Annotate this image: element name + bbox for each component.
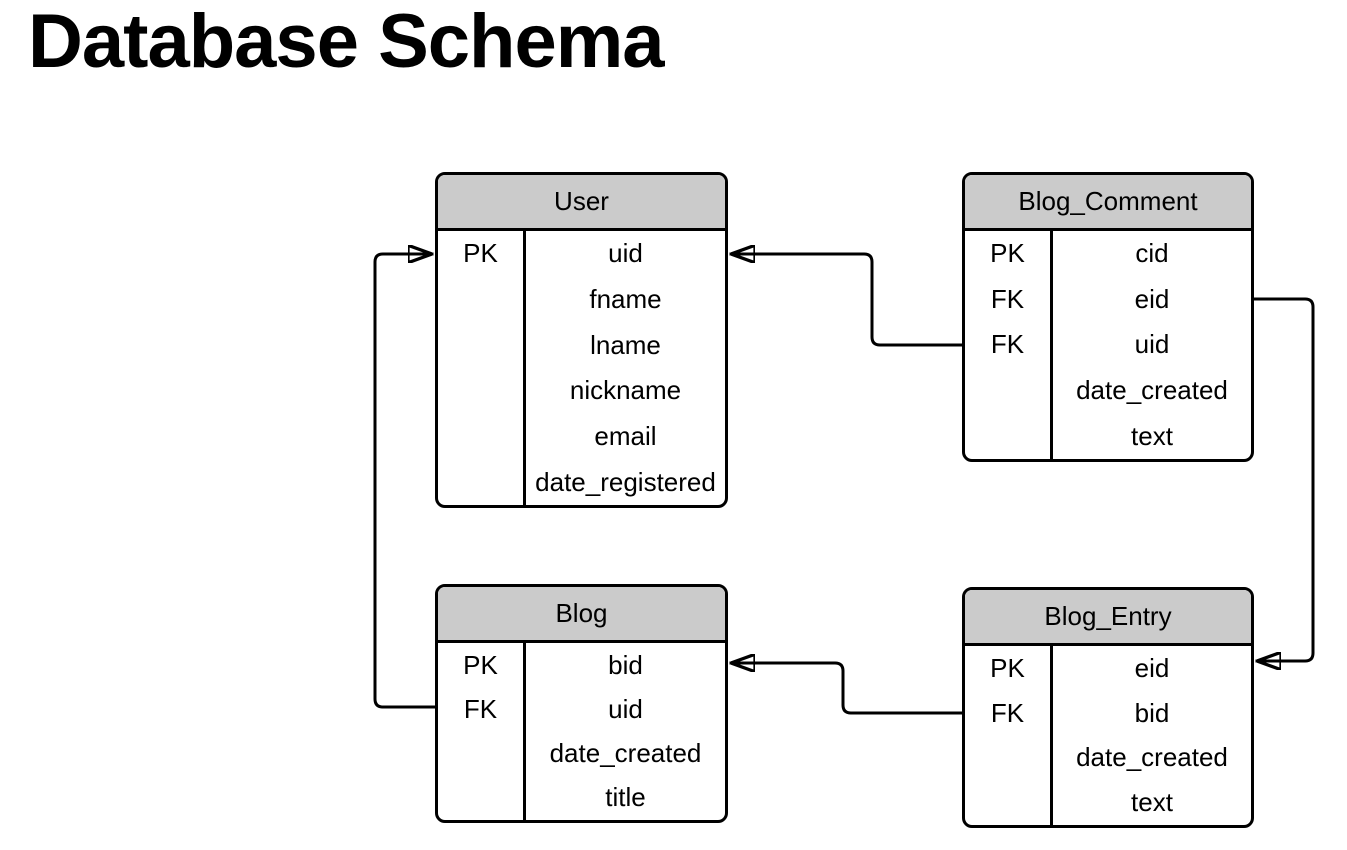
field-label: nickname xyxy=(569,375,682,406)
entity-blog-field-column: bid uid date_created title xyxy=(526,643,725,820)
field-label: uid xyxy=(608,693,643,724)
field-label: date_registered xyxy=(535,466,716,497)
key-label xyxy=(965,413,1050,459)
field-label: bid xyxy=(1134,697,1170,728)
entity-blog-entry-field-column: eid bid date_created text xyxy=(1053,646,1251,825)
connector-blogcomment-uid-to-user-uid xyxy=(729,254,964,347)
field-label: fname xyxy=(589,284,662,314)
field-label: text xyxy=(1131,420,1173,451)
entity-user-title: User xyxy=(438,175,725,231)
diagram-title: Database Schema xyxy=(28,0,665,84)
key-label xyxy=(438,459,523,505)
entity-blog-comment-body: PK FK FK cid eid uid date_created text xyxy=(965,231,1251,459)
key-label: PK xyxy=(990,238,1025,269)
entity-blog: Blog PK FK bid uid date_created title xyxy=(435,584,728,823)
field-label: eid xyxy=(1134,283,1170,314)
field-label: email xyxy=(594,421,657,452)
key-label xyxy=(438,277,523,323)
key-label xyxy=(438,776,523,820)
entity-blog-comment-field-column: cid eid uid date_created text xyxy=(1053,231,1251,459)
field-label: date_created xyxy=(1076,375,1228,406)
entity-blog-key-column: PK FK xyxy=(438,643,526,820)
entity-blog-entry-title: Blog_Entry xyxy=(965,590,1251,646)
key-label: PK xyxy=(463,649,498,680)
entity-blog-body: PK FK bid uid date_created title xyxy=(438,643,725,820)
key-label xyxy=(438,414,523,460)
key-label: FK xyxy=(990,283,1025,314)
field-label: date_created xyxy=(549,738,702,769)
key-label: FK xyxy=(990,329,1025,360)
entity-user: User PK uid fname lname nickname email d… xyxy=(435,172,728,508)
entity-blog-comment: Blog_Comment PK FK FK cid eid uid date_c… xyxy=(962,172,1254,462)
field-label: text xyxy=(1131,787,1173,818)
field-label: bid xyxy=(608,649,643,680)
field-label: uid xyxy=(608,238,643,269)
entity-user-key-column: PK xyxy=(438,231,526,505)
entity-blog-entry-key-column: PK FK xyxy=(965,646,1053,825)
entity-blog-entry: Blog_Entry PK FK eid bid date_created te… xyxy=(962,587,1254,828)
field-label: cid xyxy=(1135,238,1169,269)
field-label: uid xyxy=(1134,329,1170,360)
field-label: eid xyxy=(1134,652,1170,683)
entity-blog-entry-body: PK FK eid bid date_created text xyxy=(965,646,1251,825)
key-label xyxy=(438,732,523,776)
key-label: FK xyxy=(463,693,498,724)
key-label: PK xyxy=(463,238,498,269)
key-label: FK xyxy=(990,697,1025,728)
key-label: PK xyxy=(990,652,1025,683)
key-label xyxy=(438,368,523,414)
entity-blog-comment-key-column: PK FK FK xyxy=(965,231,1053,459)
key-label xyxy=(438,322,523,368)
entity-blog-title: Blog xyxy=(438,587,725,643)
connector-blogentry-bid-to-blog-bid xyxy=(729,663,964,715)
key-label xyxy=(965,736,1050,781)
connector-blog-uid-to-user-uid xyxy=(373,254,437,709)
entity-user-body: PK uid fname lname nickname email date_r… xyxy=(438,231,725,505)
key-label xyxy=(965,780,1050,825)
field-label: lname xyxy=(590,329,661,360)
field-label: date_created xyxy=(1076,742,1228,773)
entity-blog-comment-title: Blog_Comment xyxy=(965,175,1251,231)
field-label: title xyxy=(605,782,646,813)
connector-blogcomment-eid-to-blogentry-eid xyxy=(1252,297,1315,661)
key-label xyxy=(965,368,1050,414)
entity-user-field-column: uid fname lname nickname email date_regi… xyxy=(526,231,725,505)
